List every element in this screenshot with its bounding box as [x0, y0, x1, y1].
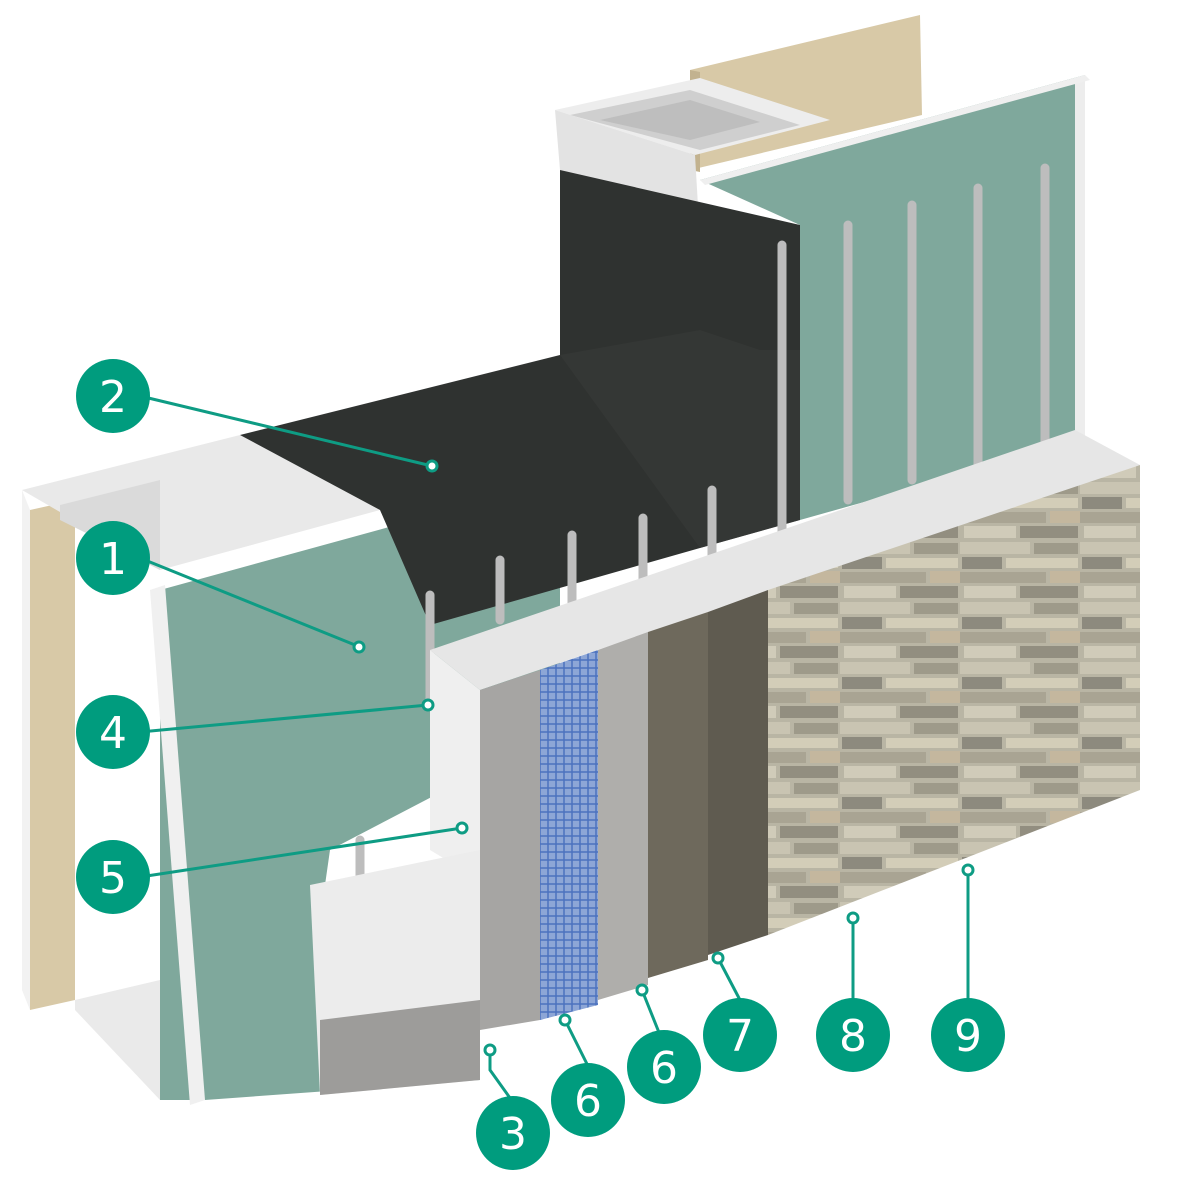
finish-coat-layer — [598, 632, 648, 1000]
callout-label: 4 — [99, 708, 127, 759]
callout-5: 5 — [76, 840, 150, 914]
mortar-layer — [708, 590, 768, 955]
callout-label: 5 — [99, 853, 127, 904]
callout-label: 1 — [99, 534, 127, 585]
scratch-coat-layer — [648, 612, 708, 978]
callout-label: 9 — [954, 1011, 982, 1062]
stone-veneer — [768, 465, 1140, 935]
callout-7: 7 — [703, 998, 777, 1072]
callout-8: 8 — [816, 998, 890, 1072]
callout-6b: 6 — [627, 1030, 701, 1104]
membrane — [240, 170, 800, 625]
sheathing-upper — [700, 75, 1085, 520]
foam-cap — [430, 430, 1140, 690]
callout-label: 7 — [726, 1011, 754, 1062]
callout-1: 1 — [76, 521, 150, 595]
leader-lines — [139, 394, 970, 1106]
callout-label: 8 — [839, 1011, 867, 1062]
callout-2: 2 — [76, 359, 150, 433]
leader-dots — [352, 459, 975, 1057]
callout-label: 2 — [99, 372, 127, 423]
callout-9: 9 — [931, 998, 1005, 1072]
callout-label: 3 — [499, 1109, 527, 1160]
foam-insulation — [310, 650, 480, 1095]
callout-6a: 6 — [551, 1063, 625, 1137]
mesh-layer — [540, 650, 598, 1020]
callout-label: 6 — [574, 1076, 602, 1127]
callout-4: 4 — [76, 695, 150, 769]
base-coat-layer — [480, 670, 540, 1030]
callout-label: 6 — [650, 1043, 678, 1094]
callout-3: 3 — [476, 1096, 550, 1170]
